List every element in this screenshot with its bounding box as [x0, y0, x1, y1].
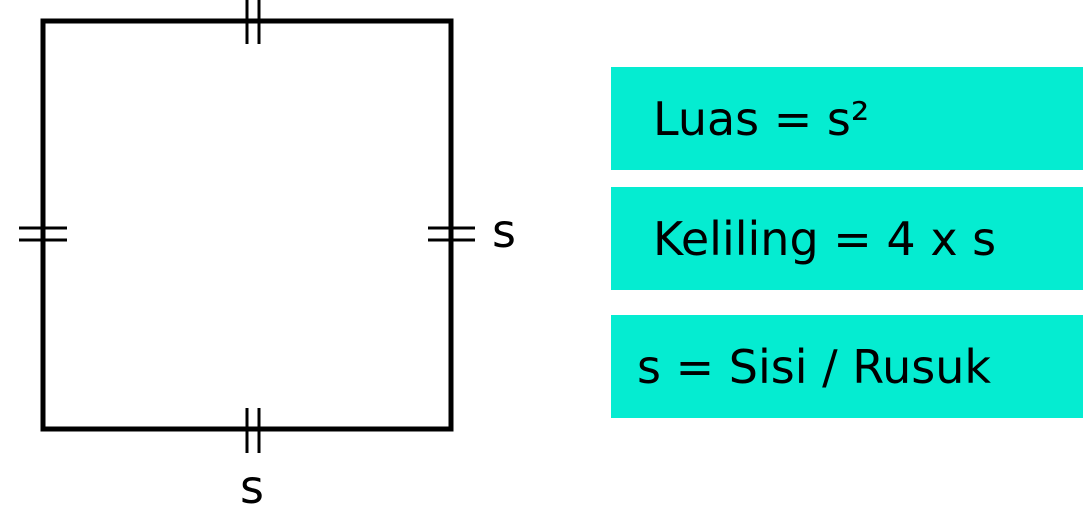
tick-marks-left [19, 226, 67, 242]
tick-marks-right [428, 226, 475, 242]
side-label-right: s [492, 204, 516, 258]
square-outline [40, 18, 454, 432]
area-formula-box: Luas = s² [611, 67, 1083, 170]
perimeter-formula-box: Keliling = 4 x s [611, 187, 1083, 290]
side-label-bottom: s [240, 460, 264, 511]
tick-marks-bottom [245, 408, 261, 453]
tick-marks-top [245, 0, 261, 44]
side-legend-box: s = Sisi / Rusuk [611, 315, 1083, 418]
square-diagram: s s [19, 0, 516, 511]
